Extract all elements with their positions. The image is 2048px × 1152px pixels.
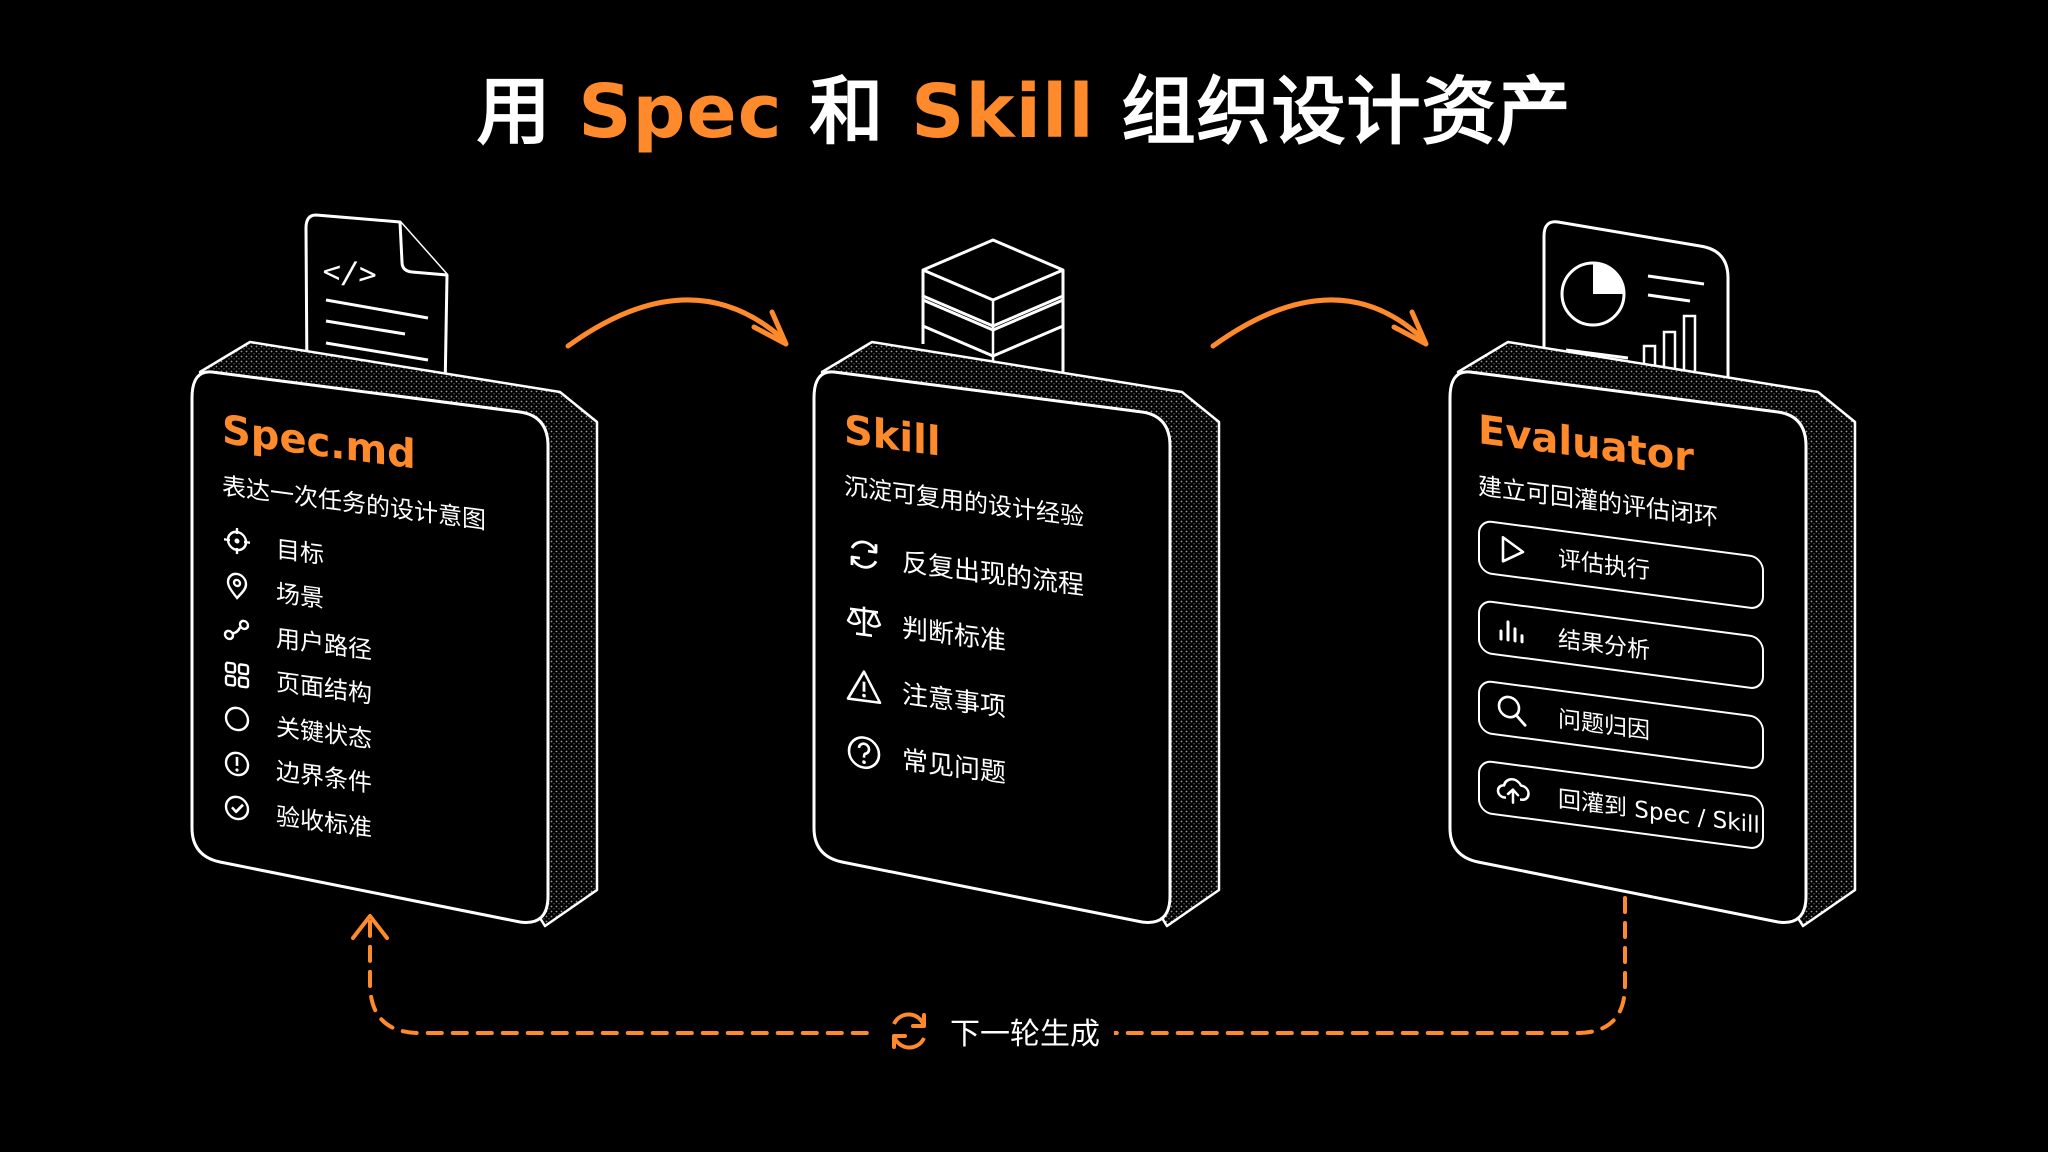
target-icon (222, 524, 254, 558)
skill-item-notes: 注意事项 (844, 651, 1084, 749)
evaluator-item-label: 问题归因 (1558, 706, 1650, 745)
play-icon (1496, 532, 1532, 569)
evaluator-item-label: 回灌到 Spec / Skill (1558, 786, 1760, 840)
spec-item-scenario: 场景 (222, 562, 486, 641)
title-and: 和 (809, 69, 885, 155)
spec-item-boundary: 边界条件 (222, 740, 486, 819)
code-document-icon: </> (304, 213, 449, 394)
location-pin-icon (222, 569, 254, 603)
skill-item-faq: 常见问题 (844, 717, 1084, 815)
skill-item-label: 常见问题 (902, 745, 1007, 789)
skill-item-label: 注意事项 (902, 679, 1007, 723)
flow-arrow-skill-to-evaluator (1210, 297, 1429, 349)
title-spec: Spec (578, 69, 783, 155)
spec-card: </> (190, 213, 599, 928)
scale-balance-icon (844, 598, 888, 644)
title-prefix: 用 (476, 69, 552, 155)
stacked-layers-icon (921, 238, 1065, 386)
spec-item-label: 场景 (276, 579, 324, 614)
svg-text:</>: </> (321, 254, 377, 293)
spec-item-acceptance: 验收标准 (222, 784, 486, 863)
skill-card-content: Skill 沉淀可复用的设计经验 反复出现的流程 判断标准 注意事项 常见问题 (844, 407, 1084, 815)
refresh-icon (844, 532, 888, 578)
title-suffix: 组织设计资产 (1121, 69, 1572, 155)
evaluator-card (1448, 220, 1857, 928)
skill-item-flow: 反复出现的流程 (844, 519, 1084, 617)
spec-card-content: Spec.md 表达一次任务的设计意图 目标 场景 用户路径 页面结构 (222, 407, 486, 863)
spec-item-label: 验收标准 (276, 801, 372, 843)
spec-item-label: 目标 (276, 534, 324, 570)
loop-label-text: 下一轮生成 (950, 1017, 1100, 1052)
bar-chart-icon (1496, 612, 1532, 649)
flow-arrow-spec-to-skill (565, 297, 789, 349)
spec-item-label: 页面结构 (276, 668, 372, 709)
grid-layout-icon (222, 658, 254, 692)
skill-card (812, 238, 1221, 928)
skill-item-label: 判断标准 (902, 613, 1007, 657)
cloud-upload-icon (1496, 772, 1532, 809)
alert-circle-icon (222, 747, 254, 781)
evaluator-item-feedback: 回灌到 Spec / Skill (1478, 759, 1764, 851)
evaluator-item-analysis: 结果分析 (1478, 599, 1764, 691)
feedback-loop-path (351, 896, 1627, 1035)
analytics-report-icon (1542, 220, 1730, 400)
user-path-icon (222, 613, 254, 647)
spec-item-key-states: 关键状态 (222, 695, 486, 774)
search-icon (1496, 692, 1532, 729)
circle-icon (222, 702, 254, 736)
page-title: 用 Spec 和 Skill 组织设计资产 (0, 52, 2048, 159)
skill-item-label: 反复出现的流程 (902, 547, 1085, 602)
spec-item-label: 关键状态 (276, 712, 372, 754)
spec-item-user-path: 用户路径 (222, 606, 486, 685)
evaluator-item-label: 结果分析 (1558, 626, 1650, 665)
cycle-arrows-icon (884, 1006, 936, 1056)
loop-label: 下一轮生成 (870, 1006, 1114, 1056)
check-circle-icon (222, 791, 254, 825)
title-skill: Skill (911, 69, 1095, 155)
spec-item-label: 用户路径 (276, 623, 372, 665)
skill-item-criteria: 判断标准 (844, 585, 1084, 683)
evaluator-item-label: 评估执行 (1558, 546, 1650, 585)
question-circle-icon (844, 730, 888, 776)
evaluator-item-run: 评估执行 (1478, 519, 1764, 611)
evaluator-card-content: Evaluator 建立可回灌的评估闭环 评估执行 结果分析 问题归因 回灌到 (1478, 407, 1764, 877)
spec-item-page-structure: 页面结构 (222, 651, 486, 730)
warning-triangle-icon (844, 664, 888, 710)
spec-item-label: 边界条件 (276, 757, 372, 798)
spec-item-goal: 目标 (222, 517, 486, 596)
evaluator-item-attribution: 问题归因 (1478, 679, 1764, 771)
